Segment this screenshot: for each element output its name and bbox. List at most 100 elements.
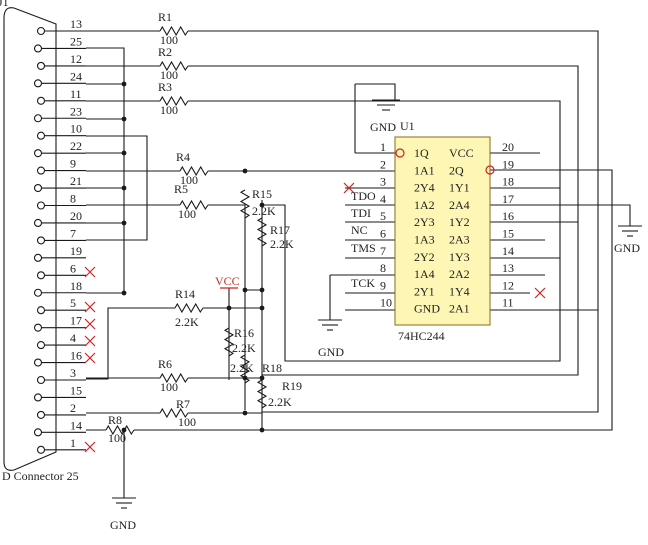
chip-pin-number: 15 bbox=[502, 227, 514, 241]
resistor-r17 bbox=[256, 217, 268, 247]
resistor-r7 bbox=[159, 407, 189, 419]
no-connect-mark bbox=[534, 287, 546, 299]
connector-pin-number: 5 bbox=[70, 296, 76, 310]
vcc-symbol: VCC bbox=[215, 274, 240, 289]
resistor-value: 100 bbox=[160, 380, 178, 394]
connector-pin-number: 12 bbox=[70, 52, 82, 66]
connector-name: D Connector 25 bbox=[2, 469, 79, 483]
chip-pin-number: 18 bbox=[502, 175, 514, 189]
gnd-symbol-chip: GND bbox=[318, 319, 344, 359]
junction-dot bbox=[226, 305, 232, 311]
chip-pin-label: 2Y2 bbox=[414, 250, 435, 264]
connector-pin-circle bbox=[36, 166, 46, 175]
connector-pin-circle bbox=[36, 410, 46, 419]
connector-pin-number: 22 bbox=[70, 139, 82, 153]
resistor-ref: R17 bbox=[270, 223, 290, 237]
net-label-tms: TMS bbox=[351, 241, 376, 255]
connector-pin-circle bbox=[36, 306, 46, 315]
connector-pin-number: 9 bbox=[70, 157, 76, 171]
resistor-value: 100 bbox=[108, 431, 126, 445]
gnd-label-bottom: GND bbox=[110, 518, 136, 532]
resistor-ref: R3 bbox=[158, 80, 172, 94]
resistor-ref: R16 bbox=[234, 326, 254, 340]
connector-pin-circle bbox=[33, 114, 43, 123]
chip-pin-label: 1Y4 bbox=[449, 284, 470, 298]
connector-pin-circle bbox=[33, 184, 43, 193]
connector-pin-number: 18 bbox=[70, 279, 82, 293]
connector-pin-circle bbox=[33, 44, 43, 53]
resistor-r19 bbox=[256, 379, 268, 409]
junction-dot bbox=[259, 287, 265, 293]
no-connect-mark bbox=[84, 318, 96, 330]
resistor-value: 100 bbox=[160, 68, 178, 82]
connector-pin-circle bbox=[36, 341, 46, 350]
chip-pin-number: 19 bbox=[502, 157, 514, 171]
connector-pin-number: 6 bbox=[70, 261, 76, 275]
wiring bbox=[86, 30, 631, 498]
connector-pin-circle bbox=[33, 393, 43, 402]
connector-pin-circle bbox=[36, 445, 46, 454]
no-connect-mark bbox=[84, 301, 96, 313]
connector-pin-number: 17 bbox=[70, 314, 82, 328]
resistor-value: 2.2K bbox=[252, 204, 276, 218]
chip-pin-number: 7 bbox=[380, 244, 386, 258]
chip-pin-label: 1A4 bbox=[414, 267, 435, 281]
connector-pin-number: 8 bbox=[70, 192, 76, 206]
resistor-value: 100 bbox=[160, 33, 178, 47]
resistor-r18 bbox=[239, 354, 251, 384]
connector-pin-number: 7 bbox=[70, 226, 76, 240]
connector-pin-number: 24 bbox=[70, 69, 82, 83]
connector-pin-number: 20 bbox=[70, 209, 82, 223]
connector-pin-circle bbox=[33, 358, 43, 367]
chip-pin-label: 1A1 bbox=[414, 163, 435, 177]
connector-pin-circle bbox=[36, 375, 46, 385]
no-connect-marks bbox=[84, 182, 546, 453]
resistor-ref: R18 bbox=[262, 361, 282, 375]
chip-pin-number: 16 bbox=[502, 209, 514, 223]
connector-pin-number: 10 bbox=[70, 122, 82, 136]
connector-pin-number: 14 bbox=[70, 418, 82, 432]
connector-pin-circle bbox=[33, 79, 43, 88]
connector-pin-circle bbox=[33, 323, 43, 332]
resistor-r3 bbox=[159, 95, 189, 107]
resistor-r4 bbox=[179, 165, 209, 177]
resistor-value: 2.2K bbox=[270, 237, 294, 251]
junction-dot bbox=[121, 220, 127, 226]
resistor-value: 100 bbox=[178, 415, 196, 429]
resistor-r6 bbox=[159, 372, 189, 384]
junction-dot bbox=[242, 375, 248, 381]
resistor-value: 2.2K bbox=[230, 361, 254, 375]
resistor-value: 100 bbox=[160, 103, 178, 117]
resistor-ref: R7 bbox=[176, 397, 190, 411]
resistor-ref: R1 bbox=[158, 10, 172, 24]
chip-pin-label: 1A2 bbox=[414, 198, 435, 212]
junction-dots bbox=[121, 81, 265, 433]
net-labels: TDO TDI NC TMS TCK bbox=[351, 187, 381, 290]
chip-pin-label: 2A3 bbox=[449, 233, 470, 247]
resistor-r2 bbox=[159, 60, 189, 72]
net-label-tdo: TDO bbox=[351, 189, 376, 203]
junction-dot bbox=[259, 427, 265, 433]
chip-pin-number: 17 bbox=[502, 192, 514, 206]
connector-ref: J1 bbox=[0, 0, 9, 9]
no-connect-mark bbox=[343, 182, 355, 194]
chip-pin-label: 2A4 bbox=[449, 198, 470, 212]
resistor-ref: R6 bbox=[158, 357, 172, 371]
connector-pins: 1325122411231022921820719618517416315214… bbox=[33, 17, 86, 454]
connector-pin-circle bbox=[36, 61, 46, 70]
resistor-ref: R4 bbox=[176, 150, 190, 164]
chip-pin-number: 1 bbox=[380, 140, 386, 154]
connector-pin-number: 4 bbox=[70, 331, 76, 345]
chip-pin-number: 14 bbox=[502, 244, 514, 258]
connector-pin-circle bbox=[33, 218, 43, 227]
connector-pin-circle bbox=[36, 236, 46, 245]
chip-pin-number: 9 bbox=[380, 278, 386, 292]
resistor-value: 2.2K bbox=[175, 315, 199, 329]
chip-pin-label: 2Y4 bbox=[414, 181, 435, 195]
chip-pin-number: 10 bbox=[380, 296, 392, 310]
resistor-r15 bbox=[239, 189, 251, 219]
connector-pin-number: 21 bbox=[70, 174, 82, 188]
chip-pin-number: 13 bbox=[502, 261, 514, 275]
gnd-symbol-bottom: GND bbox=[110, 497, 136, 532]
